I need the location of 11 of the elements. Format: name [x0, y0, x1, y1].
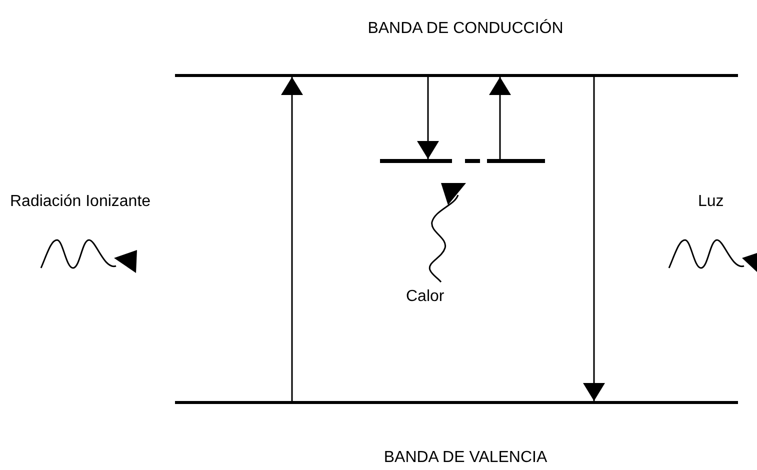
- energy-band: [175, 20, 738, 77]
- transition-arrow: [583, 77, 605, 401]
- transition-arrow: [489, 77, 511, 159]
- annotation-label: Calor: [406, 288, 444, 306]
- annotation-label: Luz: [698, 193, 724, 211]
- annotation-label: Radiación Ionizante: [10, 193, 151, 211]
- band-label: BANDA DE VALENCIA: [384, 449, 548, 467]
- band-label: BANDA DE CONDUCCIÓN: [368, 20, 564, 38]
- transition-arrow: [281, 77, 303, 401]
- trap-level: [380, 159, 545, 163]
- transition-arrow: [417, 77, 439, 159]
